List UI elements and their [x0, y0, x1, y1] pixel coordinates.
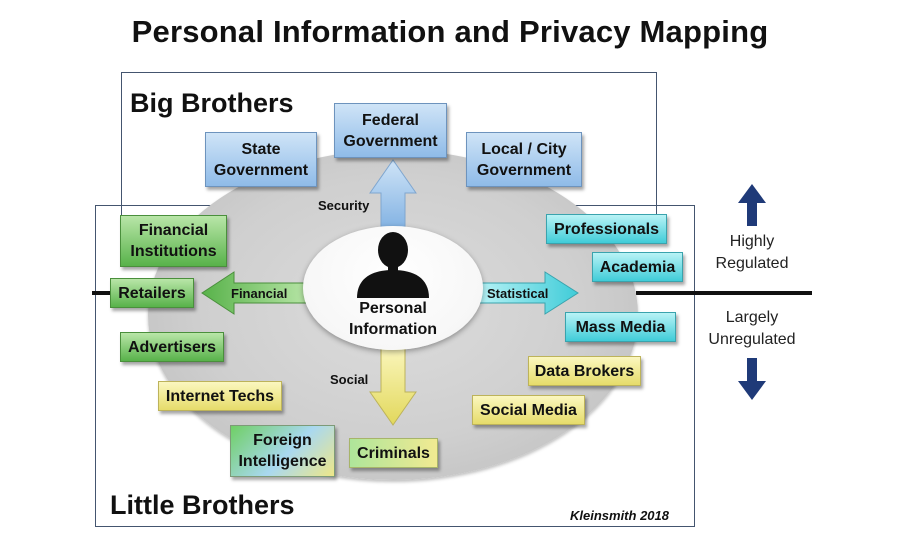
internet-techs-box: Internet Techs — [158, 381, 282, 411]
data-brokers-box: Data Brokers — [528, 356, 641, 386]
statistical-arrow — [475, 271, 579, 315]
author-credit: Kleinsmith 2018 — [570, 508, 669, 523]
arrow-label-statistical: Statistical — [487, 286, 549, 301]
big-brothers-label: Big Brothers — [130, 88, 294, 118]
largely-unregulated-label: Largely Unregulated — [708, 309, 796, 348]
social-arrow — [369, 344, 417, 426]
criminals-box: Criminals — [349, 438, 438, 468]
mass-media-box: Mass Media — [565, 312, 676, 342]
page-title: Personal Information and Privacy Mapping — [131, 14, 769, 49]
security-arrow — [369, 159, 417, 233]
largely-unregulated-arrow — [738, 358, 766, 400]
arrow-label-security: Security — [318, 198, 370, 213]
advertisers-box: Advertisers — [120, 332, 224, 362]
social-media-box: Social Media — [472, 395, 585, 425]
professionals-box: Professionals — [546, 214, 667, 244]
highly-regulated-arrow — [738, 184, 766, 226]
regulation-divider-right — [636, 291, 812, 295]
personal-information-label: Personal Information — [349, 300, 437, 338]
highly-regulated-label: Highly Regulated — [715, 233, 789, 272]
little-brothers-label: Little Brothers — [110, 490, 295, 520]
arrow-label-financial: Financial — [231, 286, 288, 301]
retailers-box: Retailers — [110, 278, 194, 308]
arrow-label-social: Social — [330, 372, 369, 387]
financial-arrow — [201, 271, 311, 315]
academia-box: Academia — [592, 252, 683, 282]
